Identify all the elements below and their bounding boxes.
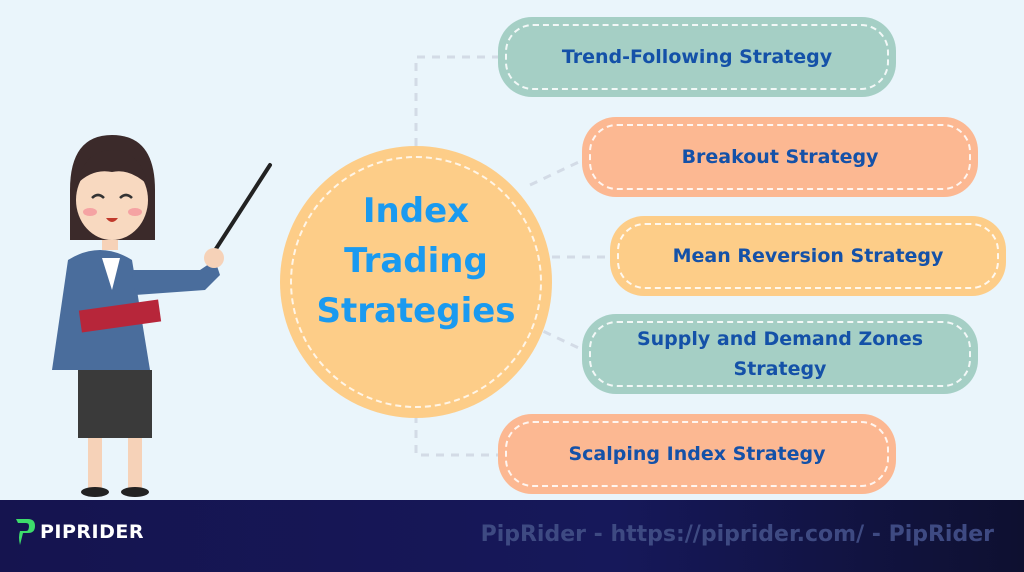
teacher-illustration-icon [52, 135, 272, 497]
branch-label: Breakout Strategy [681, 146, 879, 168]
branch-scalping: Scalping Index Strategy [498, 414, 896, 494]
watermark-text: PipRider - https://piprider.com/ - PipRi… [480, 522, 994, 547]
branch-label: Supply and Demand Zones Strategy [636, 328, 924, 380]
branch-mean-reversion: Mean Reversion Strategy [610, 216, 1006, 296]
branch-breakout: Breakout Strategy [582, 117, 978, 197]
center-line-1: Index [362, 191, 470, 231]
branch-trend-following: Trend-Following Strategy [498, 17, 896, 97]
branch-label: Scalping Index Strategy [568, 443, 826, 465]
branch-supply-demand: Supply and Demand Zones Strategy [582, 314, 978, 394]
piprider-logo[interactable]: PIPRIDER [14, 517, 144, 547]
branch-label: Trend-Following Strategy [561, 46, 833, 68]
center-line-3: Strategies [316, 291, 516, 331]
branch-label: Mean Reversion Strategy [672, 245, 944, 267]
logo-text: PIPRIDER [40, 521, 145, 543]
diagram-canvas: Index Trading Strategies Trend-Following… [52, 17, 1006, 497]
center-line-2: Trading [344, 241, 488, 281]
footer-bar [0, 500, 1024, 572]
connector-lines [414, 55, 612, 457]
center-topic-title: Index Trading Strategies [280, 186, 552, 336]
piprider-logo-icon [16, 519, 35, 545]
center-topic-circle: Index Trading Strategies [280, 146, 552, 418]
